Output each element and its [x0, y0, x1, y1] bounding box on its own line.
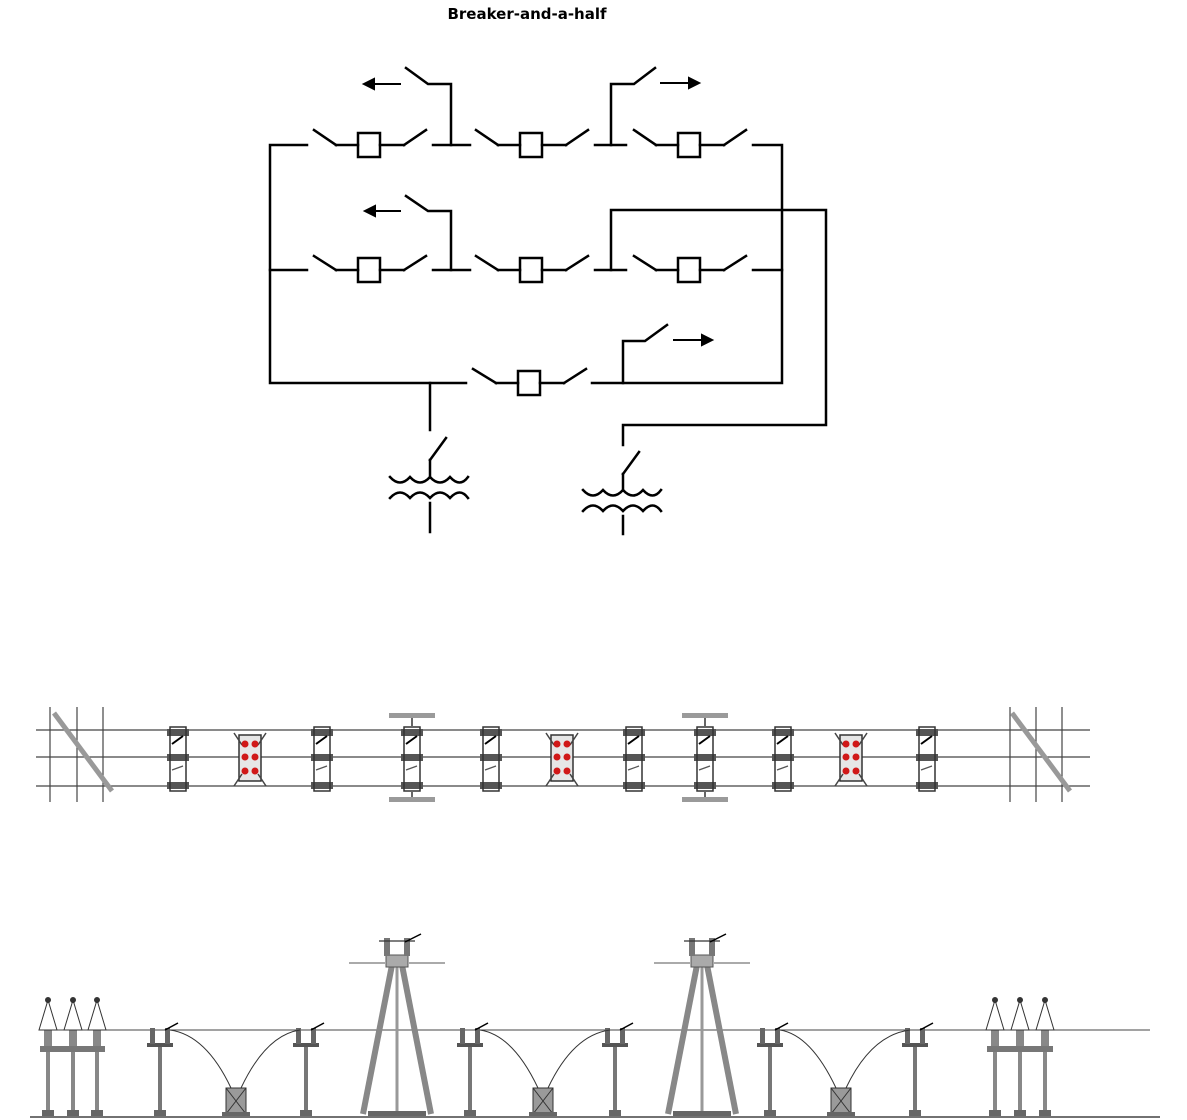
- plan-disconnect-4: [623, 726, 645, 792]
- transformer-2-feed: [609, 208, 828, 447]
- plan-current-transformer-2: [545, 732, 579, 787]
- feeder-tap-3-right: [621, 323, 669, 385]
- diagram-title: Breaker-and-a-half: [447, 5, 607, 23]
- elevation-disconnect-4: [602, 1022, 634, 1116]
- feeder-tap-2-left: [404, 194, 453, 272]
- elevation-disconnect-6: [902, 1022, 934, 1116]
- transformer-1: [388, 436, 470, 534]
- breaker-1-2: [474, 128, 590, 159]
- feeder-arrow-4: [673, 333, 715, 347]
- transformer-2: [581, 450, 663, 536]
- elevation-arresters-right: [985, 997, 1055, 1116]
- bay-3: [428, 323, 669, 432]
- feeder-arrow-1: [361, 77, 401, 91]
- breaker-1-3: [632, 128, 748, 159]
- feeder-tap-1-left: [404, 66, 453, 147]
- right-bus: [590, 143, 784, 385]
- elevation-breaker-tower-1: [349, 933, 445, 1116]
- feeder-tap-1-right: [609, 66, 657, 147]
- feeder-arrow-2: [660, 76, 702, 90]
- plan-current-transformer-3: [834, 732, 868, 787]
- plan-disconnect-6: [916, 726, 938, 792]
- plan-disconnect-2: [311, 726, 333, 792]
- elevation-disconnect-1: [147, 1022, 179, 1116]
- plan-elevated-breaker-2-support: [682, 713, 728, 802]
- breaker-3-1: [471, 367, 588, 397]
- plan-disconnect-1: [167, 726, 189, 792]
- plan-right-gantry: [1009, 707, 1073, 802]
- single-line-diagram: [268, 66, 828, 536]
- elevation-disconnect-5: [757, 1022, 789, 1116]
- elevation-disconnect-3: [457, 1022, 489, 1116]
- feeder-arrow-3: [362, 204, 401, 218]
- elevation-arresters-left: [38, 997, 107, 1116]
- bay-2: [312, 194, 828, 447]
- breaker-2-3: [632, 254, 748, 284]
- plan-left-gantry: [49, 707, 115, 802]
- plan-disconnect-5: [772, 726, 794, 792]
- elevation-breaker-tower-2: [654, 933, 750, 1116]
- breaker-2-2: [474, 254, 590, 284]
- elevation-current-transformer-3: [779, 1029, 911, 1116]
- elevation-current-transformer-2: [479, 1029, 611, 1116]
- bay-1: [312, 66, 748, 159]
- elevation-current-transformer-1: [169, 1029, 301, 1116]
- plan-elevated-breaker-1-support: [389, 713, 435, 802]
- plan-disconnect-3: [480, 726, 502, 792]
- breaker-2-1: [312, 254, 428, 284]
- left-bus: [268, 143, 468, 385]
- breaker-1-1: [312, 128, 428, 159]
- plan-current-transformer-1: [233, 732, 267, 787]
- elevation-disconnect-2: [293, 1022, 325, 1116]
